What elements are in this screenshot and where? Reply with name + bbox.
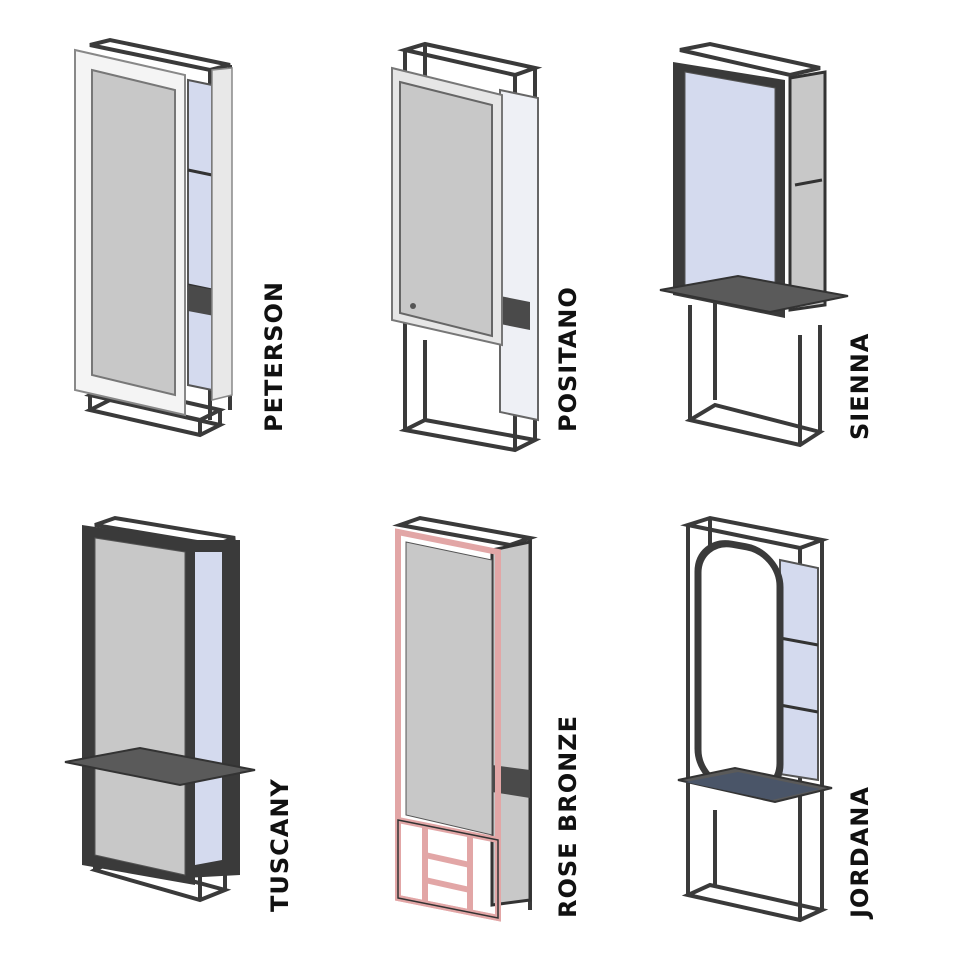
product-sienna[interactable]: SIENNA [640, 0, 960, 480]
product-name-label: POSITANO [554, 286, 582, 432]
product-name-label: JORDANA [846, 786, 874, 918]
product-peterson[interactable]: PETERSON [0, 0, 320, 480]
product-name-label: PETERSON [260, 280, 288, 432]
product-name-label: ROSE BRONZE [554, 715, 582, 918]
product-jordana[interactable]: JORDANA [640, 480, 960, 960]
product-rose-bronze[interactable]: ROSE BRONZE [320, 480, 640, 960]
tuscany-station-drawing [64, 515, 256, 903]
jordana-station-drawing [677, 515, 833, 923]
positano-station-drawing [391, 41, 543, 453]
rose-bronze-station-drawing [392, 515, 538, 922]
product-name-label: TUSCANY [266, 778, 294, 912]
sienna-station-drawing [659, 41, 849, 448]
peterson-station-drawing [74, 37, 233, 438]
product-positano[interactable]: POSITANO [320, 0, 640, 480]
product-tuscany[interactable]: TUSCANY [0, 480, 320, 960]
product-name-label: SIENNA [846, 332, 874, 440]
